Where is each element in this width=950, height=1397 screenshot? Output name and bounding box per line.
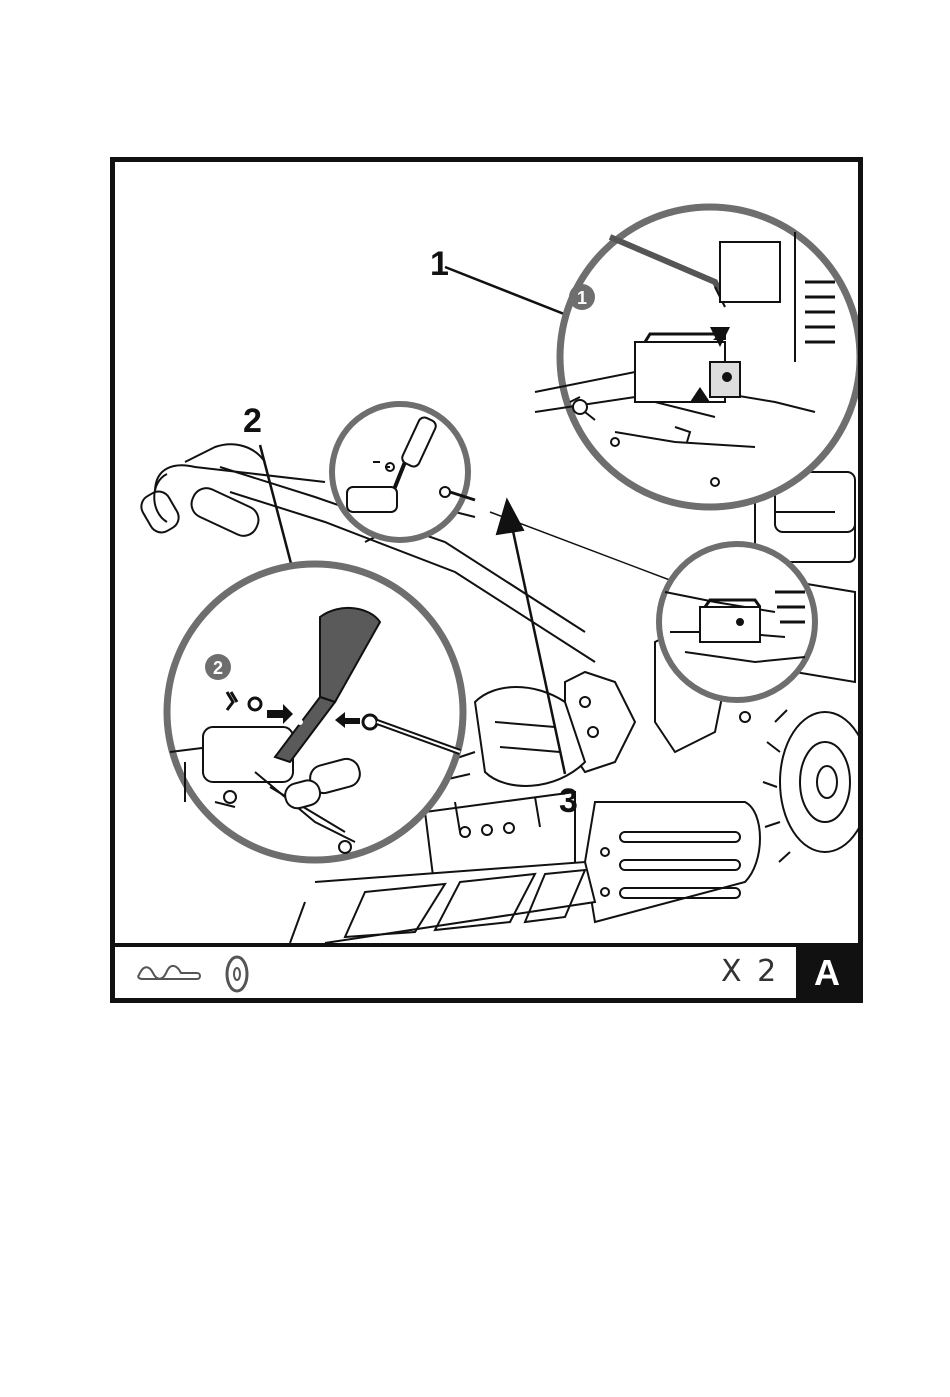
hardware-parts-bar: X 2 A xyxy=(115,943,858,998)
step-1-badge-label: 1 xyxy=(577,288,587,308)
flat-washer-icon xyxy=(223,953,251,995)
quantity-label: X 2 xyxy=(721,954,779,989)
zoom-detail-handle-insertion: 2 xyxy=(167,564,463,860)
callout-2: 2 xyxy=(243,402,262,440)
tiller-handle-assembly-illustration: 1 xyxy=(115,162,858,943)
assembly-figure-panel: 1 xyxy=(110,157,863,1003)
panel-letter: A xyxy=(796,952,858,994)
zoom-detail-lever-bracket: 1 xyxy=(535,207,858,507)
zoom-detail-cable-bracket xyxy=(659,544,815,700)
step-2-badge-label: 2 xyxy=(213,658,223,678)
washer-icon xyxy=(249,698,261,710)
callout-3: 3 xyxy=(559,782,578,820)
hairpin-cotter-pin-icon xyxy=(135,957,205,989)
callout-1: 1 xyxy=(430,245,449,283)
zoom-detail-hammer-pin xyxy=(332,404,475,540)
panel-letter-badge: A xyxy=(796,947,858,998)
